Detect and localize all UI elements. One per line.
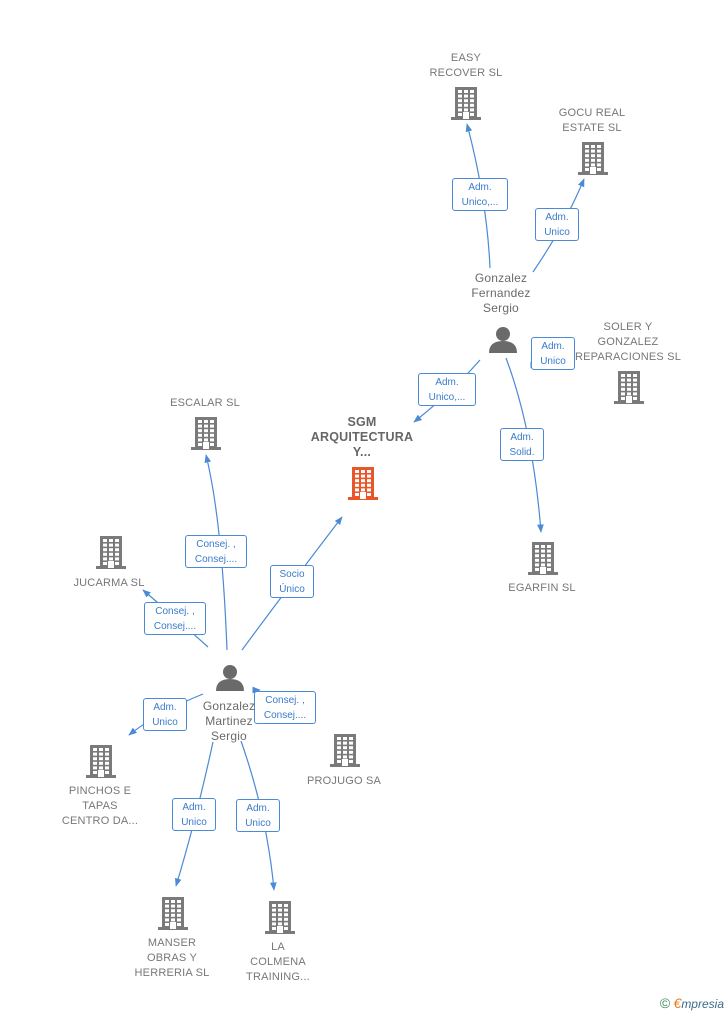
copyright-icon: © bbox=[659, 995, 671, 1011]
gocu-building-icon[interactable] bbox=[578, 142, 608, 175]
edge-label-gfs-to-sgm[interactable]: Adm. Unico,... bbox=[418, 373, 476, 406]
colmena-node-label[interactable]: LA COLMENA TRAINING... bbox=[246, 941, 310, 983]
gms-person-icon[interactable] bbox=[216, 665, 244, 691]
gfs-node-label[interactable]: Gonzalez Fernandez Sergio bbox=[471, 271, 531, 315]
easy-node-label[interactable]: EASY RECOVER SL bbox=[429, 52, 503, 79]
edge-label-gms-to-sgm[interactable]: Socio Único bbox=[270, 565, 314, 598]
jucarma-node-label[interactable]: JUCARMA SL bbox=[73, 577, 145, 589]
escalar-node-label[interactable]: ESCALAR SL bbox=[170, 397, 240, 409]
edge-label-gfs-to-gocu[interactable]: Adm. Unico bbox=[535, 208, 579, 241]
edge-label-gms-to-projugo[interactable]: Consej. , Consej.... bbox=[254, 691, 316, 724]
edge-label-gfs-to-egarfin[interactable]: Adm. Solid. bbox=[500, 428, 544, 461]
colmena-building-icon[interactable] bbox=[265, 901, 295, 934]
brand-initial: € bbox=[673, 995, 682, 1011]
sgm-main-building-icon[interactable] bbox=[348, 467, 378, 500]
sgm-node-label[interactable]: SGM ARQUITECTURA Y... bbox=[310, 415, 414, 459]
pinchos-node-label[interactable]: PINCHOS E TAPAS CENTRO DA... bbox=[61, 785, 139, 827]
projugo-building-icon[interactable] bbox=[330, 734, 360, 767]
edge-label-gfs-to-easy[interactable]: Adm. Unico,... bbox=[452, 178, 508, 211]
manser-node-label[interactable]: MANSER OBRAS Y HERRERIA SL bbox=[134, 937, 210, 979]
egarfin-building-icon[interactable] bbox=[528, 542, 558, 575]
edge-label-gms-to-escalar[interactable]: Consej. , Consej.... bbox=[185, 535, 247, 568]
icons-layer bbox=[86, 87, 644, 934]
egarfin-node-label[interactable]: EGARFIN SL bbox=[508, 582, 576, 594]
edge-label-gfs-to-soler[interactable]: Adm. Unico bbox=[531, 337, 575, 370]
edge-label-gms-to-colmena[interactable]: Adm. Unico bbox=[236, 799, 280, 832]
manser-building-icon[interactable] bbox=[158, 897, 188, 930]
gfs-person-icon[interactable] bbox=[489, 327, 517, 353]
easy-building-icon[interactable] bbox=[451, 87, 481, 120]
soler-building-icon[interactable] bbox=[614, 371, 644, 404]
empresia-logo[interactable]: © €mpresia bbox=[660, 995, 724, 1011]
edge-label-gms-to-pinchos[interactable]: Adm. Unico bbox=[143, 698, 187, 731]
gms-node-label[interactable]: Gonzalez Martinez Sergio bbox=[202, 699, 256, 743]
edge-label-gms-to-manser[interactable]: Adm. Unico bbox=[172, 798, 216, 831]
brand-name: mpresia bbox=[681, 997, 724, 1011]
escalar-building-icon[interactable] bbox=[191, 417, 221, 450]
soler-node-label[interactable]: SOLER Y GONZALEZ REPARACIONES SL bbox=[574, 321, 682, 363]
projugo-node-label[interactable]: PROJUGO SA bbox=[306, 775, 382, 787]
pinchos-building-icon[interactable] bbox=[86, 745, 116, 778]
edge-label-gms-to-jucarma[interactable]: Consej. , Consej.... bbox=[144, 602, 206, 635]
gocu-node-label[interactable]: GOCU REAL ESTATE SL bbox=[558, 107, 626, 134]
jucarma-building-icon[interactable] bbox=[96, 536, 126, 569]
